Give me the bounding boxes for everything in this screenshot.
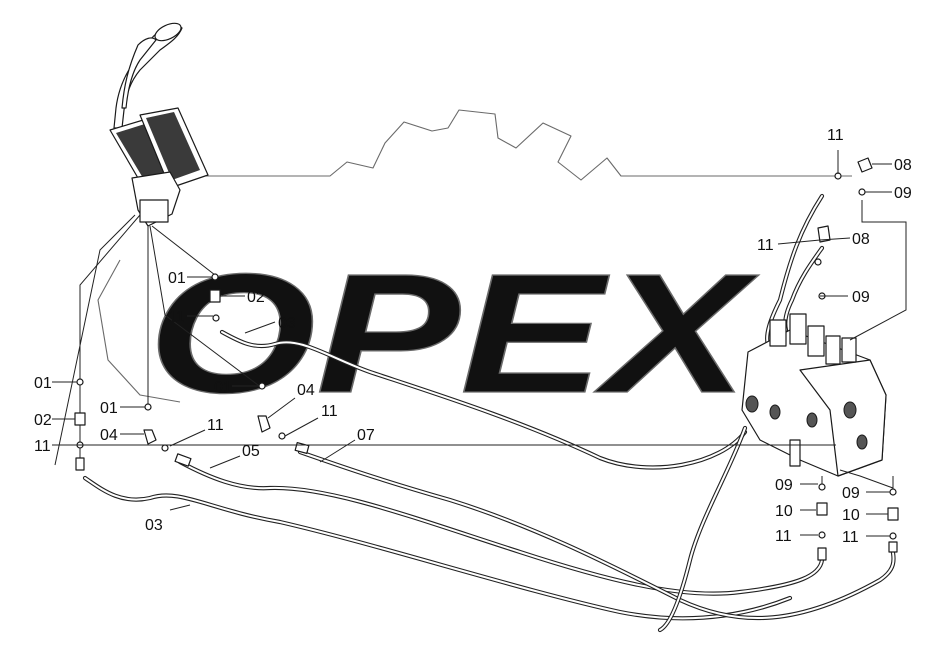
fitting-o-ring-09a (858, 188, 866, 196)
pedal-grip-knob (154, 22, 182, 42)
callout-09: 09 (852, 289, 870, 306)
callout-09: 09 (775, 477, 793, 494)
valve-port-b (769, 404, 781, 420)
callout-04: 04 (297, 382, 315, 399)
fitting-o-ring-01d (258, 382, 266, 390)
valve-spool-3 (807, 325, 825, 357)
valve-spool-5 (841, 337, 857, 363)
hose-03-lower (82, 475, 793, 621)
fitting-hose-end-r2 (888, 541, 898, 553)
fitting-elbow-04a (143, 429, 157, 445)
callout-02: 02 (247, 289, 265, 306)
fitting-o-ring-11d (278, 432, 286, 440)
fitting-adapter-08a (857, 157, 873, 173)
watermark-gear-outline (205, 109, 852, 181)
hose-07 (297, 449, 896, 621)
fitting-hose-end-03 (75, 457, 85, 471)
callout-09: 09 (894, 185, 912, 202)
callout-01: 01 (168, 270, 186, 287)
callout-10: 10 (842, 507, 860, 524)
callout-05: 05 (242, 443, 260, 460)
callout-11: 11 (757, 237, 774, 254)
valve-port-d (843, 401, 857, 419)
callout-03: 03 (145, 517, 163, 534)
pedal-right-tread (146, 112, 200, 180)
hose-upper-right-1 (765, 193, 825, 348)
leader-lines (52, 150, 907, 537)
valve-drain-fitting (789, 439, 801, 467)
valve-spool-1 (769, 319, 787, 347)
callout-01: 01 (100, 400, 118, 417)
watermark-gear-lower (97, 259, 181, 403)
fitting-o-ring-01c (211, 273, 219, 281)
pedal-valve-assembly (54, 22, 263, 466)
valve-spool-2 (789, 313, 807, 345)
fitting-o-ring-09d (889, 488, 897, 496)
fitting-o-ring-01b (144, 403, 152, 411)
fitting-hose-end-07 (294, 441, 310, 455)
hose-05 (177, 459, 825, 596)
callout-04: 04 (100, 427, 118, 444)
callout-10: 10 (775, 503, 793, 520)
pedal-lever-arm-2 (121, 37, 157, 109)
watermark: OPEX (97, 109, 852, 430)
valve-port-c (806, 412, 818, 428)
callout-03: 03 (278, 315, 296, 332)
callout-02: 02 (34, 412, 52, 429)
callout-11: 11 (842, 529, 859, 546)
valve-spool-4 (825, 335, 841, 365)
fitting-o-ring-11b (161, 444, 169, 452)
fitting-adapter-10a (816, 502, 828, 516)
callout-01: 01 (214, 379, 232, 396)
callout-08: 08 (852, 231, 870, 248)
fitting-o-ring-11c (212, 314, 220, 322)
callout-11: 11 (775, 528, 792, 545)
callout-09: 09 (842, 485, 860, 502)
fitting-o-ring-01a (76, 378, 84, 386)
valve-port-e (856, 434, 868, 450)
watermark-brand: OPEX (148, 239, 759, 429)
fitting-adapter-02a (74, 412, 86, 426)
callout-11: 11 (34, 438, 51, 455)
callout-11: 11 (827, 127, 844, 144)
hose-03-upper (219, 329, 748, 470)
watermark-brand-text: OPEX (147, 238, 759, 429)
fitting-o-ring-09c (818, 483, 826, 491)
callout-01: 01 (34, 375, 52, 392)
fitting-o-ring-11g (818, 531, 826, 539)
pilot-valve-base (139, 199, 169, 223)
fitting-o-ring-11f (814, 258, 822, 266)
fitting-o-ring-11h (889, 532, 897, 540)
control-valve-block (741, 313, 887, 477)
callout-11: 11 (321, 403, 338, 420)
fitting-adapter-02b (209, 289, 221, 303)
callout-11: 11 (168, 309, 185, 326)
fitting-hose-end-r1 (817, 547, 827, 561)
fitting-adapter-10b (887, 507, 899, 521)
callout-07: 07 (357, 427, 375, 444)
callout-labels: 01 02 11 01 04 11 05 03 01 02 11 03 01 0… (34, 127, 912, 546)
fitting-hose-end-05 (174, 453, 192, 467)
callout-08: 08 (894, 157, 912, 174)
hose-valve-right (657, 425, 748, 633)
callout-11: 11 (207, 417, 224, 434)
valve-port-a (745, 395, 759, 413)
hose-group (82, 193, 896, 633)
fitting-adapter-08b (817, 225, 831, 243)
fitting-elbow-04b (257, 415, 271, 433)
